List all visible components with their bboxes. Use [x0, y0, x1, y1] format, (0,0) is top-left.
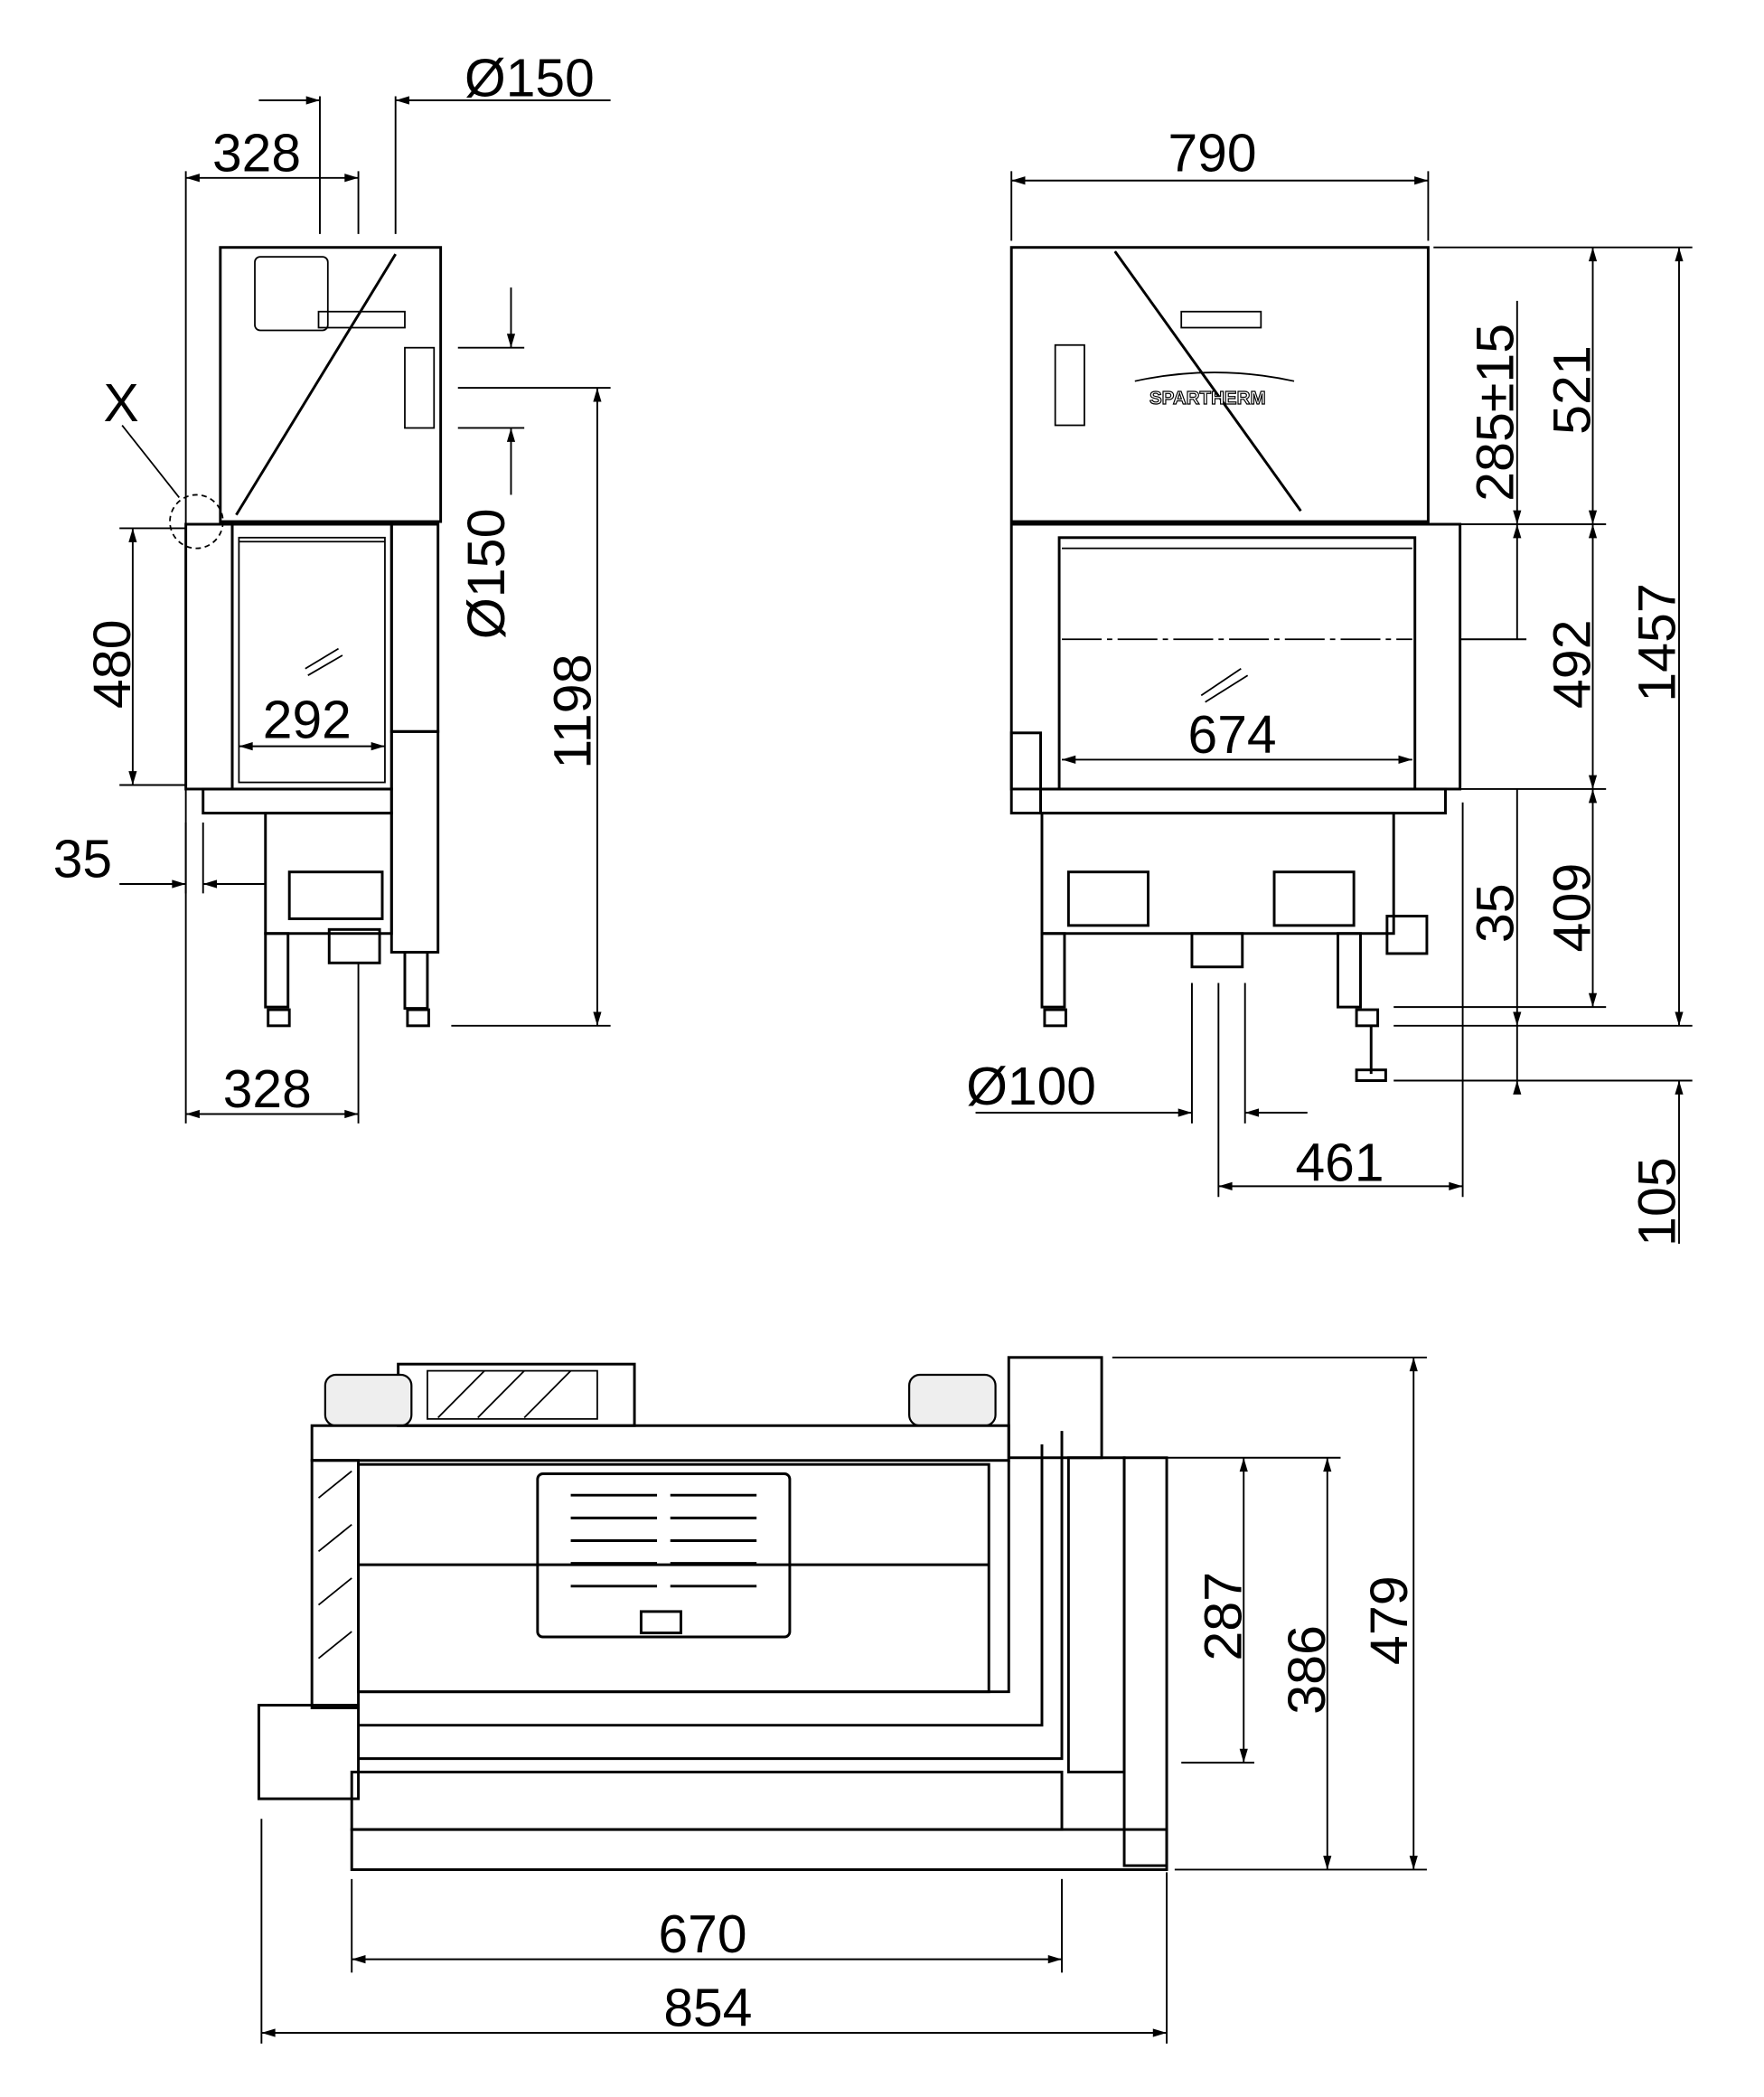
dim-glass-width: 674 — [1188, 706, 1277, 765]
side-view: Ø150 328 X 480 Ø150 292 1198 35 328 — [53, 49, 611, 1124]
dim-hood-height-range: 285±15 — [1467, 324, 1525, 502]
dim-air-inlet-offset: 461 — [1296, 1133, 1384, 1192]
dim-total-depth: 479 — [1360, 1575, 1419, 1665]
dim-flue-offset-top: 328 — [212, 124, 301, 183]
dim-glass-depth: 292 — [263, 691, 352, 750]
front-view: SPARTHERM — [966, 124, 1693, 1246]
dim-foot-height: 105 — [1628, 1157, 1687, 1246]
plan-view: 287 386 479 670 854 — [257, 1356, 1427, 2044]
dim-depth-bottom: 328 — [223, 1060, 312, 1119]
detail-marker: X — [104, 374, 139, 433]
dim-flue-diameter-back: Ø150 — [457, 508, 516, 639]
dim-door-height: 480 — [83, 619, 142, 709]
dim-back-flue-height: 1198 — [544, 654, 603, 769]
dim-foot-adjust: 35 — [1467, 883, 1525, 943]
dim-glass-width-plan: 670 — [659, 1905, 747, 1964]
dim-base-height: 409 — [1544, 863, 1602, 953]
grate-slots — [570, 1493, 757, 1588]
dim-front-offset: 35 — [53, 830, 112, 889]
dim-total-width: 854 — [663, 1979, 752, 2037]
dim-inner-depth: 287 — [1194, 1572, 1253, 1661]
dim-flue-diameter-top: Ø150 — [464, 49, 595, 108]
brand-logo: SPARTHERM — [1149, 388, 1266, 409]
dim-glass-height: 492 — [1544, 619, 1602, 709]
dim-total-height: 1457 — [1628, 583, 1687, 702]
dim-hood-height: 521 — [1544, 345, 1602, 435]
dim-width: 790 — [1168, 124, 1257, 183]
dim-air-inlet-diameter: Ø100 — [966, 1058, 1096, 1116]
dim-glass-depth-plan: 386 — [1278, 1625, 1337, 1715]
